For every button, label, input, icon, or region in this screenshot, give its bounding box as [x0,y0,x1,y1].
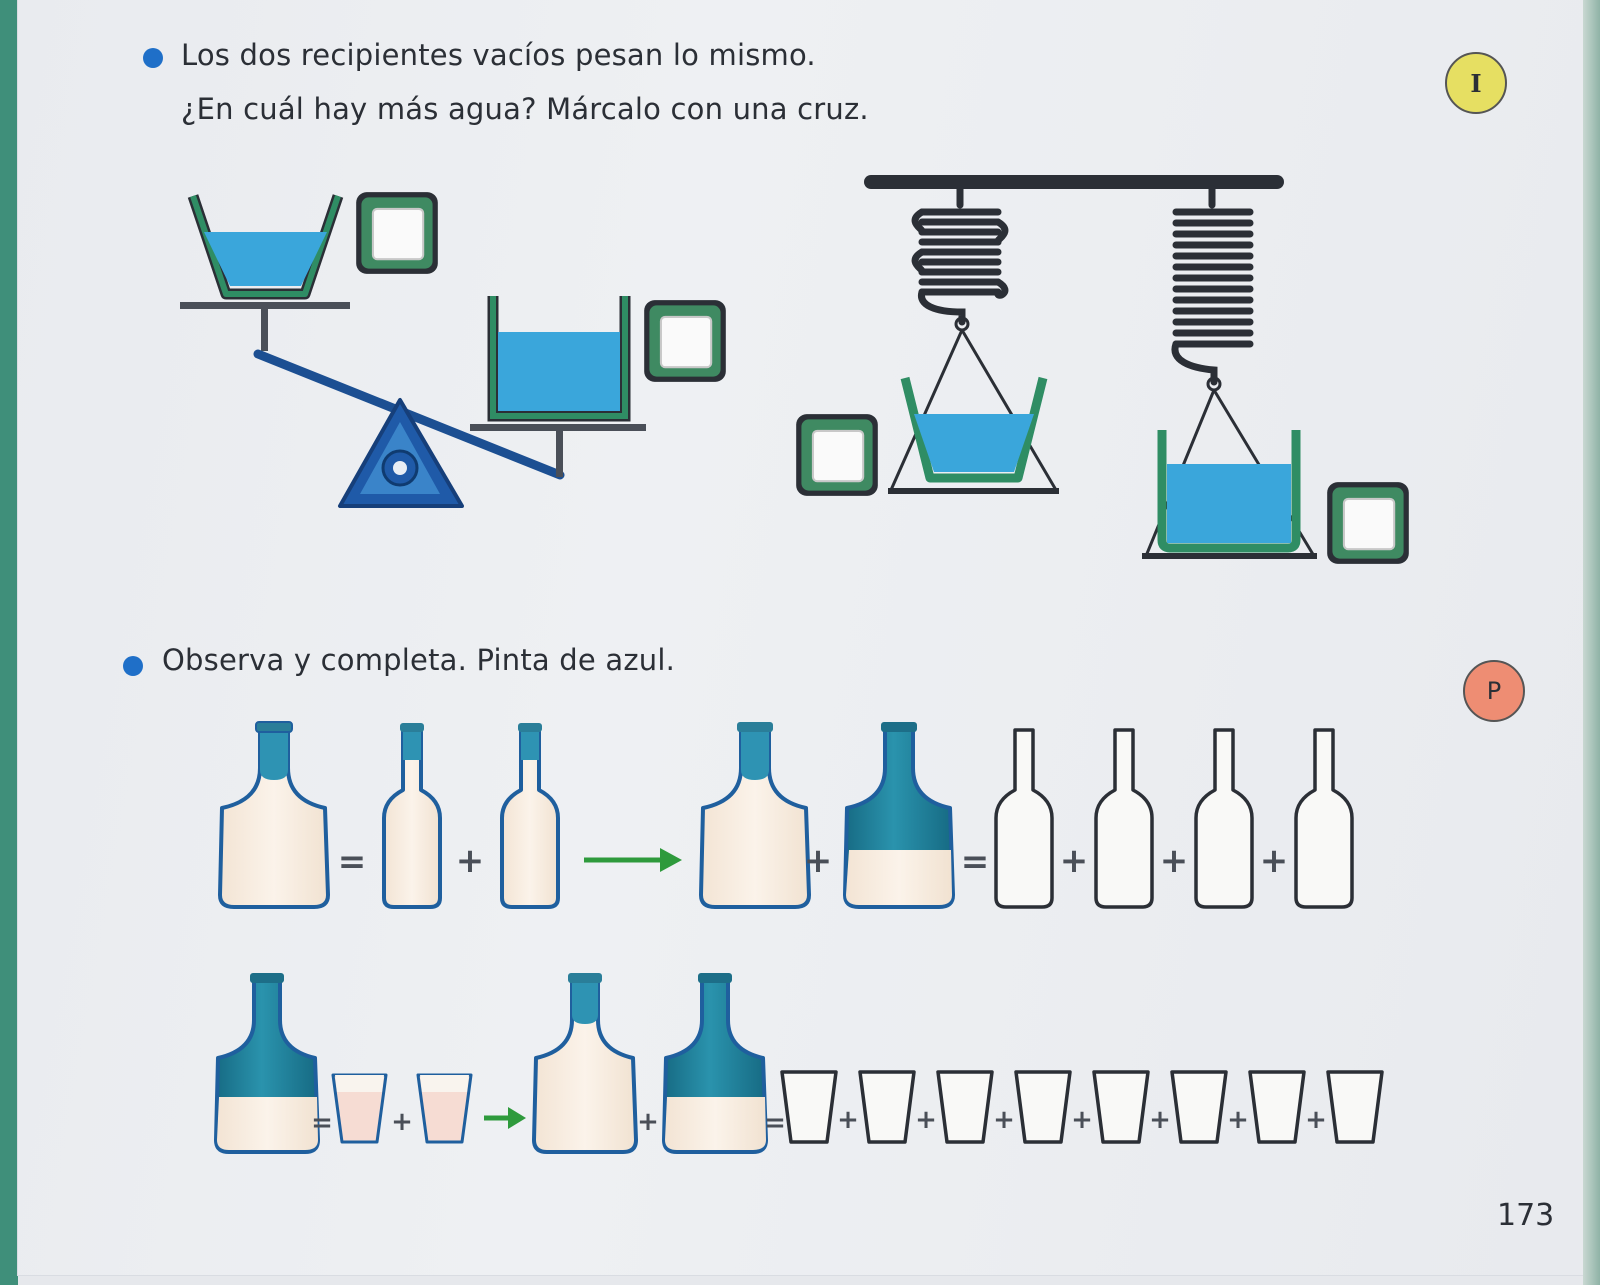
empty-bottle-1 [994,728,1054,909]
big-bottle-blue-3 [662,973,768,1154]
checkbox-large-container[interactable] [1326,481,1410,565]
empty-bottle-4 [1294,728,1354,909]
bottle-row-2 [214,973,1384,1154]
big-bottle-milk [218,721,330,909]
empty-bottle-2 [1094,728,1154,909]
right-pan-container [487,296,631,422]
big-bottle-milk-2 [699,722,811,909]
empty-glass-1 [780,1070,838,1144]
exercise2-bullet [123,656,143,676]
plus-sign: + [637,1107,659,1137]
exercise1-line1: Los dos recipientes vacíos pesan lo mism… [181,38,816,72]
exercise1-bullet [143,48,163,68]
bottle-row-1 [218,721,1354,909]
equals-sign: = [764,1108,786,1138]
plus-sign: + [1071,1105,1093,1135]
balance-scale [180,302,646,508]
page-binding-edge [0,0,18,1285]
plus-sign: + [391,1107,413,1137]
plus-sign: + [1149,1105,1171,1135]
arrow-right-icon [484,1107,526,1129]
empty-glass-2 [858,1070,916,1144]
plus-sign: + [837,1105,859,1135]
page-number: 173 [1497,1198,1555,1233]
empty-glass-7 [1248,1070,1306,1144]
plus-sign: + [456,841,485,881]
checkbox-small-container[interactable] [795,413,879,497]
small-bottle-milk-1 [382,723,442,909]
plus-sign: + [1305,1105,1327,1135]
equals-sign: = [338,842,367,882]
plus-sign: + [1160,841,1189,881]
equals-sign: = [311,1108,333,1138]
exercise1-badge: I [1445,52,1507,114]
big-bottle-milk-3 [532,973,638,1154]
plus-sign: + [1227,1105,1249,1135]
page-right-edge [1583,0,1600,1285]
checkbox-right-pan[interactable] [643,299,727,383]
arrow-right-icon [584,848,682,872]
plus-sign: + [993,1105,1015,1135]
left-pan-container [187,194,344,300]
glass-milk-1 [331,1073,388,1144]
empty-glass-8 [1326,1070,1384,1144]
glass-milk-2 [416,1073,473,1144]
exercise2-instruction: Observa y completa. Pinta de azul. [162,643,676,677]
empty-glass-3 [936,1070,994,1144]
exercise2-badge: P [1463,660,1525,722]
big-bottle-blue [843,722,955,909]
empty-glass-4 [1014,1070,1072,1144]
plus-sign: + [1060,841,1089,881]
big-bottle-blue-2 [214,973,320,1154]
small-bottle-milk-2 [500,723,560,909]
plus-sign: + [804,841,833,881]
exercise1-line2: ¿En cuál hay más agua? Márcalo con una c… [181,92,869,126]
checkbox-left-pan[interactable] [355,191,439,275]
empty-bottle-3 [1194,728,1254,909]
plus-sign: + [1260,841,1289,881]
hanging-container-small [900,376,1048,483]
equals-sign: = [961,842,990,882]
hanging-container-large [1157,430,1301,553]
empty-glass-6 [1170,1070,1228,1144]
empty-glass-5 [1092,1070,1150,1144]
plus-sign: + [915,1105,937,1135]
